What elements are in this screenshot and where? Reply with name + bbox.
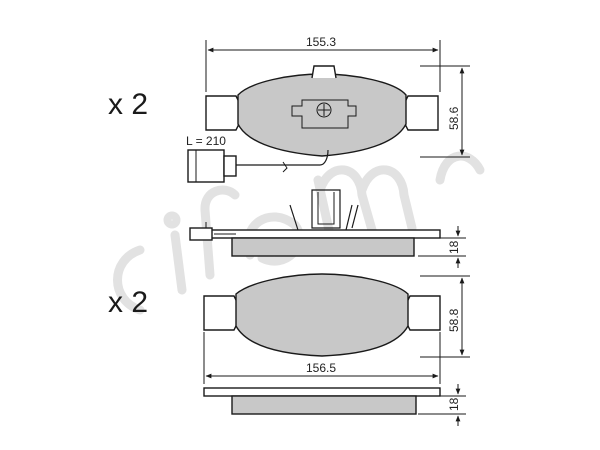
bottom-thickness-label: 18	[447, 397, 461, 411]
top-sensor-slot	[291, 99, 357, 129]
bottom-side-view	[203, 387, 441, 415]
bottom-quantity-label: x 2	[108, 286, 148, 319]
top-pad: x 2 155.3 58.6 L = 210	[108, 35, 470, 268]
top-width-label: 155.3	[306, 35, 336, 49]
top-height-label: 58.6	[447, 106, 461, 130]
top-quantity-label: x 2	[108, 88, 148, 121]
top-thickness-label: 18	[447, 240, 461, 254]
top-side-view	[189, 189, 441, 257]
bottom-width-label: 156.5	[306, 361, 336, 375]
top-friction-pad	[237, 73, 407, 157]
bottom-height-label: 58.8	[447, 308, 461, 332]
top-center-tab	[311, 65, 337, 79]
wire-length-label: L = 210	[186, 134, 226, 148]
wear-sensor-wire	[236, 149, 329, 166]
bottom-pad: x 2 58.8 156.5 18	[108, 273, 470, 426]
bottom-friction-pad	[235, 273, 409, 357]
wear-sensor-connector	[187, 149, 225, 183]
